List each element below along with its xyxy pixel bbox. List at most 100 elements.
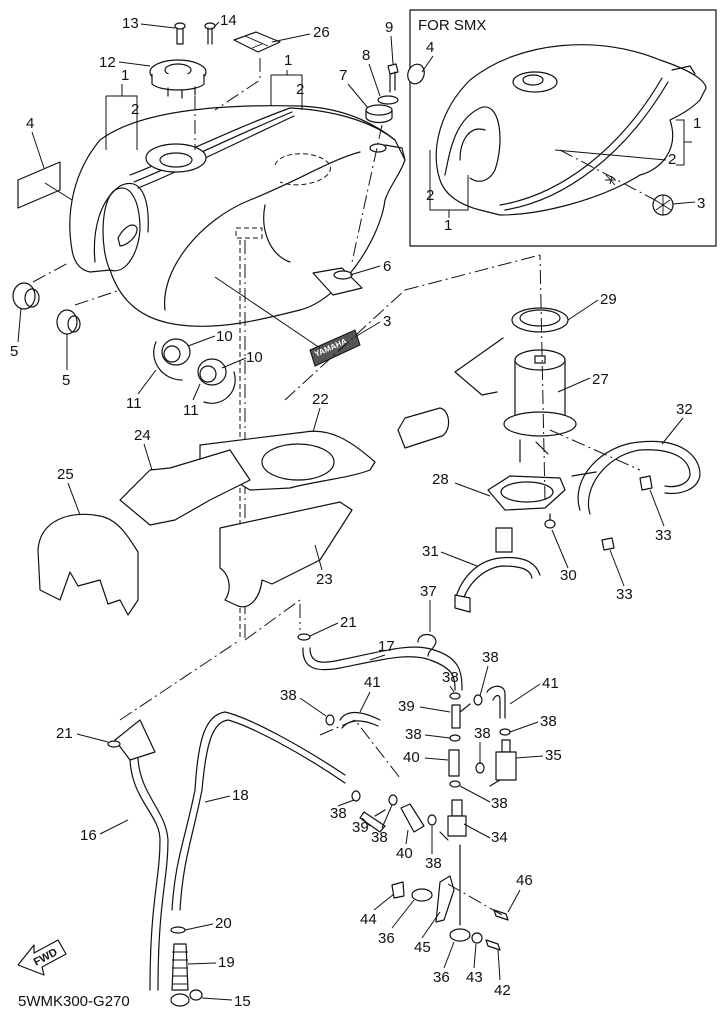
callout-38: 38 <box>280 687 297 704</box>
hose-40-lower <box>400 803 425 833</box>
washer-43 <box>471 932 483 944</box>
callout-38: 38 <box>425 855 442 872</box>
callout-15: 15 <box>234 993 251 1010</box>
callout-21: 21 <box>340 614 357 631</box>
callout-19: 19 <box>218 954 235 971</box>
bolt-13 <box>174 22 186 45</box>
bolt-42 <box>485 939 501 951</box>
hose-clip-20 <box>170 926 186 934</box>
callout-3: 3 <box>383 313 391 330</box>
callout-10: 10 <box>216 328 233 345</box>
clamp-36-lower <box>449 928 471 942</box>
callout-28: 28 <box>432 471 449 488</box>
bracket-15 <box>170 989 203 1007</box>
hose-clip-21-lower <box>107 740 121 748</box>
inset-for-smx: FOR SMX 4 1 2 2 1 3 <box>407 9 717 247</box>
callout-20: 20 <box>215 915 232 932</box>
breather-hose-16 <box>114 719 169 991</box>
callout-30: 30 <box>560 567 577 584</box>
callout-40: 40 <box>403 749 420 766</box>
callout-6: 6 <box>383 258 391 275</box>
callouts: 1 2 1 2 3 4 5 5 6 7 8 9 10 10 11 11 12 1… <box>10 12 693 1010</box>
drawing-code: 5WMK300-G270 <box>18 993 130 1010</box>
callout-8: 8 <box>362 47 370 64</box>
clamp-36-upper <box>411 888 433 902</box>
collar-8 <box>377 95 399 105</box>
joint-39-lower <box>359 809 386 833</box>
callout-1: 1 <box>284 52 292 69</box>
callout-38: 38 <box>405 726 422 743</box>
forward-direction-indicator: FWD <box>17 939 67 976</box>
callout-27: 27 <box>592 371 609 388</box>
callout-11: 11 <box>126 395 142 412</box>
callout-32: 32 <box>676 401 693 418</box>
callout-41: 41 <box>364 674 381 691</box>
screw-14 <box>204 22 216 45</box>
inset-callout-4: 4 <box>426 39 434 56</box>
callout-41: 41 <box>542 675 559 692</box>
hose-17 <box>302 646 463 691</box>
callout-24: 24 <box>134 427 151 444</box>
inset-callout-1-left: 1 <box>444 217 452 234</box>
callout-22: 22 <box>312 391 329 408</box>
callout-7: 7 <box>339 67 347 84</box>
callout-38: 38 <box>474 725 491 742</box>
hose-41-right <box>486 685 506 719</box>
callout-42: 42 <box>494 982 511 999</box>
callout-38: 38 <box>330 805 347 822</box>
fuel-pump-27 <box>397 337 577 463</box>
inset-callout-1-right: 1 <box>693 115 701 132</box>
callout-44: 44 <box>360 911 377 928</box>
fwd-arrow-icon <box>17 939 67 976</box>
callout-11: 11 <box>183 402 199 419</box>
rubber-sheet-24 <box>119 449 251 526</box>
callout-12: 12 <box>99 54 116 71</box>
inset-fuel-tank <box>407 44 707 216</box>
hose-32 <box>571 440 701 515</box>
callout-2: 2 <box>296 81 304 98</box>
callout-2: 2 <box>131 101 139 118</box>
callout-36: 36 <box>433 969 450 986</box>
callout-10: 10 <box>246 349 263 366</box>
hose-clamp-33-upper <box>639 475 653 491</box>
stay-45 <box>435 875 455 923</box>
callout-14: 14 <box>220 12 237 29</box>
clip-37 <box>417 633 437 657</box>
inset-callout-3: 3 <box>697 195 705 212</box>
fuel-tank <box>69 105 406 327</box>
bolt-9 <box>387 63 399 93</box>
callout-36: 36 <box>378 930 395 947</box>
yamaha-emblem-3: YAMAHA <box>309 329 361 367</box>
damper-6 <box>312 267 363 296</box>
inset-frame <box>409 9 717 247</box>
callout-29: 29 <box>600 291 617 308</box>
callout-40: 40 <box>396 845 413 862</box>
overflow-hose-18 <box>171 711 346 911</box>
callout-1: 1 <box>121 67 129 84</box>
damper-10-right <box>197 358 227 386</box>
callout-43: 43 <box>466 969 483 986</box>
callout-33: 33 <box>655 527 672 544</box>
hose-clamp-33-lower <box>601 537 615 551</box>
callout-33: 33 <box>616 586 633 603</box>
bolt-30 <box>544 513 556 529</box>
callout-21: 21 <box>56 725 73 742</box>
gasket-28 <box>487 475 566 511</box>
callout-17: 17 <box>378 638 395 655</box>
callout-46: 46 <box>516 872 533 889</box>
inset-callouts: 4 1 2 2 1 3 <box>421 39 705 234</box>
inset-callout-2-right: 2 <box>668 151 676 168</box>
callout-26: 26 <box>313 24 330 41</box>
fuel-cock-34 <box>439 799 467 841</box>
callout-35: 35 <box>545 747 562 764</box>
fuel-cap-12 <box>149 59 207 99</box>
callout-23: 23 <box>316 571 333 588</box>
caution-label-26 <box>233 31 281 53</box>
callout-38: 38 <box>482 649 499 666</box>
callout-5: 5 <box>62 372 70 389</box>
hose-41-left <box>339 711 381 729</box>
callout-18: 18 <box>232 787 249 804</box>
callout-34: 34 <box>491 829 508 846</box>
callout-38: 38 <box>540 713 557 730</box>
